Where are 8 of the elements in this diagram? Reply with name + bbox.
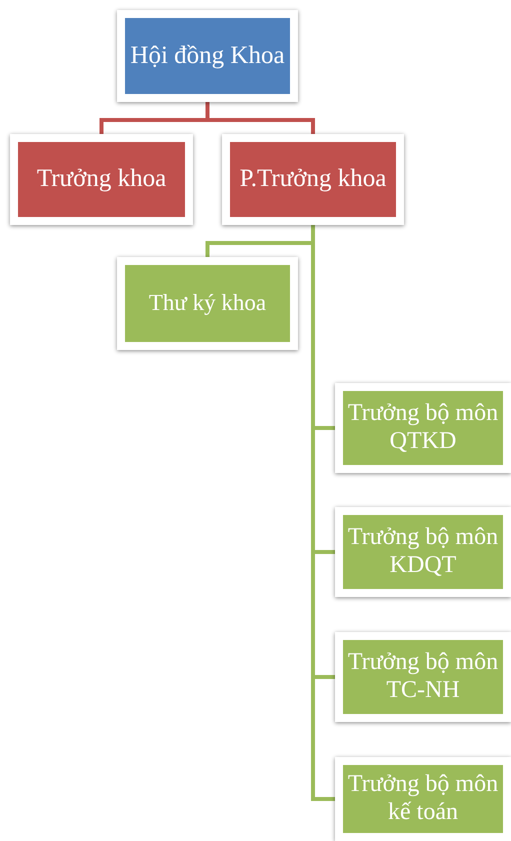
role-label: Trưởng bộ môn kế toán (346, 771, 500, 827)
role-label: Thư ký khoa (148, 290, 266, 317)
role-label: Hội đồng Khoa (130, 42, 285, 70)
role-label: Trưởng khoa (36, 165, 166, 194)
role-label: Trưởng bộ môn KDQT (346, 524, 500, 580)
role-label: Trưởng bộ môn QTKD (346, 400, 500, 456)
role-label: Trưởng bộ môn TC-NH (346, 649, 500, 705)
role-label: P.Trưởng khoa (240, 165, 386, 194)
